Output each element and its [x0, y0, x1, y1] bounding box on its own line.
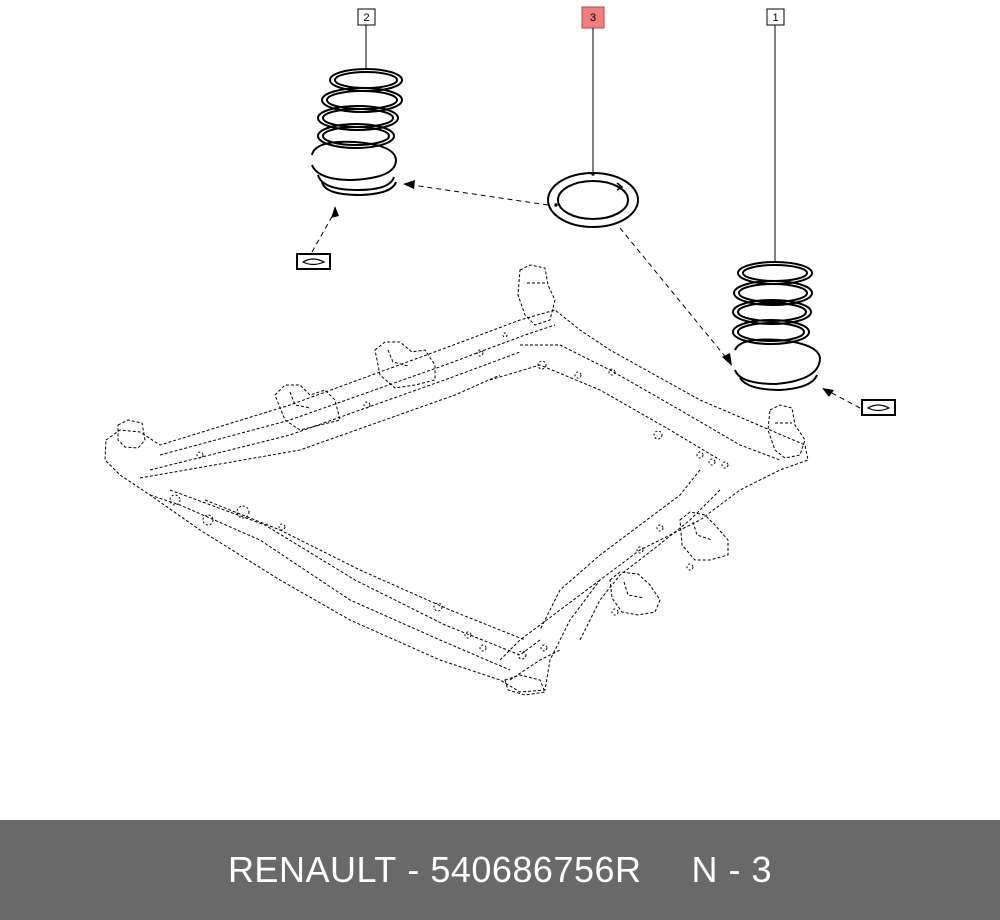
brand-name: RENAULT — [227, 849, 397, 890]
assembly-lines — [411, 184, 729, 361]
front-subframe[interactable] — [104, 264, 809, 696]
left-coil-spring[interactable] — [311, 68, 403, 197]
exploded-parts-diagram: 2 3 1 — [104, 6, 896, 696]
callout-3[interactable]: 3 — [581, 6, 605, 29]
footer-dash: - — [407, 849, 420, 890]
lubricant-arrows — [311, 212, 861, 409]
callout-2[interactable]: 2 — [357, 8, 376, 26]
callout-1[interactable]: 1 — [766, 8, 785, 26]
right-coil-spring[interactable] — [732, 261, 822, 392]
lubricant-symbol-right — [861, 399, 896, 416]
arrow-heads — [331, 180, 834, 397]
position-number: N - 3 — [691, 849, 773, 890]
callout-2-label: 2 — [363, 12, 369, 24]
callout-1-label: 1 — [772, 12, 778, 24]
lubricant-symbol-left — [296, 253, 331, 270]
footer-bar: RENAULT - 540686756R N - 3 — [0, 820, 1000, 920]
part-number: 540686756R — [430, 849, 642, 890]
subframe-holes — [169, 332, 729, 660]
callout-3-label: 3 — [590, 12, 596, 24]
spring-seat-insulator[interactable] — [547, 172, 639, 228]
